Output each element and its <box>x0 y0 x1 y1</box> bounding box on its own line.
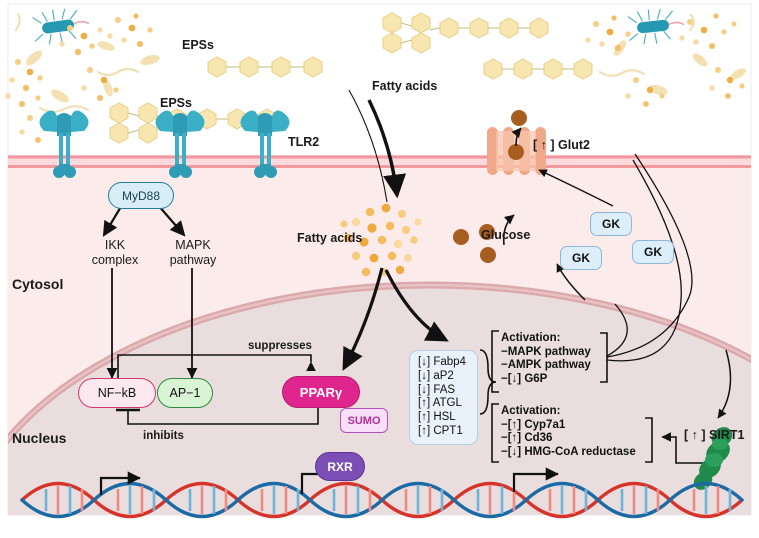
node-gk-3-label: GK <box>644 245 662 259</box>
activation-item: −[↓] G6P <box>501 372 548 385</box>
node-ppar-gamma-label: PPARγ <box>299 384 343 400</box>
gk-curve-b <box>606 159 682 362</box>
tlr2-receptor-1 <box>39 110 89 178</box>
microbiota-decor <box>5 8 747 143</box>
fatty-acids-label-extracellular: Fatty acids <box>372 79 438 93</box>
activation-block-2: Activation: −[↑] Cyp7a1 −[↑] Cd36 −[↓] H… <box>501 405 636 459</box>
activation-bracket-right-2 <box>645 417 653 463</box>
node-rxr-label: RXR <box>327 459 353 474</box>
eps-chain-top <box>207 56 323 78</box>
to-sirt1-arrow <box>717 349 732 419</box>
cytosol-label: Cytosol <box>12 276 64 292</box>
sirt1-protein <box>693 427 733 490</box>
tlr2-receptor-3 <box>240 110 290 178</box>
suppresses-connector <box>117 354 316 378</box>
fa-to-ppar-arrow <box>342 267 384 371</box>
activation-bracket-left-2 <box>491 403 499 463</box>
gene-item: [↑] HSL <box>418 411 456 424</box>
node-gk-2[interactable]: GK <box>560 246 602 270</box>
node-myd88-label: MyD88 <box>121 188 160 203</box>
promoter-arrow-3 <box>512 467 559 492</box>
eps-chain-right <box>483 58 593 80</box>
node-nfkb[interactable]: NF−kB <box>78 378 156 408</box>
glut2-label: [ ↑ ] Glut2 <box>533 138 590 152</box>
activation-item: −[↑] Cd36 <box>501 432 553 445</box>
sirt1-to-activation-arrow <box>661 432 712 464</box>
inhibits-label: inhibits <box>143 430 184 442</box>
gene-regulation-listbox: [↓] Fabp4 [↓] aP2 [↓] FAS [↑] ATGL [↑] H… <box>409 350 478 445</box>
fatty-acid-influx-arrow <box>367 99 407 199</box>
gene-item: [↓] FAS <box>418 383 456 396</box>
node-myd88[interactable]: MyD88 <box>108 182 174 209</box>
gk-curve-c <box>606 303 628 357</box>
node-gk-2-label: GK <box>572 251 590 265</box>
activation-item: −MAPK pathway <box>501 345 591 358</box>
node-sumo[interactable]: SUMO <box>340 408 388 433</box>
mapk-pathway-line1: MAPK <box>175 238 211 252</box>
activation-item: −[↑] Cyp7a1 <box>501 418 566 431</box>
promoter-arrow-1 <box>99 471 141 495</box>
node-gk-3[interactable]: GK <box>632 240 674 264</box>
tlr2-receptor-2 <box>155 110 205 178</box>
activation-item: −[↓] HMG-CoA reductase <box>501 445 636 458</box>
node-sumo-label: SUMO <box>347 414 381 427</box>
tlr2-label: TLR2 <box>288 135 320 149</box>
to-gk-arrow <box>556 263 586 301</box>
ikk-complex-line2: complex <box>91 253 139 267</box>
gene-item: [↓] aP2 <box>418 369 454 382</box>
myd88-to-mapk-arrow <box>157 204 186 237</box>
mapk-pathway-line2: pathway <box>169 253 217 267</box>
gene-item: [↓] Fabp4 <box>418 356 466 368</box>
suppresses-label: suppresses <box>248 340 312 352</box>
node-ap1[interactable]: AP−1 <box>157 378 213 408</box>
eps-label-top: EPSs <box>182 38 214 52</box>
ikk-complex-line1: IKK <box>104 238 126 252</box>
sirt1-label: [ ↑ ] SIRT1 <box>684 428 745 442</box>
node-ppar-gamma[interactable]: PPARγ <box>282 376 360 408</box>
to-glut2-arrow <box>538 169 614 207</box>
node-gk-1[interactable]: GK <box>590 212 632 236</box>
activation-bracket-right-1 <box>600 332 608 383</box>
glucose-molecule-out <box>511 110 527 126</box>
fatty-acid-cluster-decor <box>5 13 745 143</box>
activation-item: −AMPK pathway <box>501 359 591 372</box>
fa-to-genes-arrow <box>384 269 449 342</box>
glut2-transporter <box>487 127 546 175</box>
glucose-molecule-1 <box>453 229 469 245</box>
node-gk-1-label: GK <box>602 217 620 231</box>
node-nfkb-label: NF−kB <box>97 386 137 400</box>
gene-item: [↑] CPT1 <box>418 424 463 437</box>
node-rxr[interactable]: RXR <box>315 452 365 481</box>
fatty-acids-label-cytosol: Fatty acids <box>297 231 363 245</box>
node-ap1-label: AP−1 <box>169 386 201 400</box>
activation-heading: Activation: <box>501 405 561 417</box>
activation-bracket-left-1 <box>491 330 499 393</box>
myd88-to-ikk-arrow <box>102 204 123 237</box>
gene-list-brace <box>479 349 497 415</box>
activation-heading: Activation: <box>501 332 561 344</box>
eps-chain-top-right <box>382 12 549 54</box>
gk-curve-a <box>606 153 693 358</box>
glucose-molecule-3 <box>480 247 496 263</box>
inhibits-connector <box>127 404 319 425</box>
activation-block-1: Activation: −MAPK pathway −AMPK pathway … <box>501 332 591 386</box>
eps-label-mid: EPSs <box>160 96 192 110</box>
glucose-molecule-2 <box>479 224 495 240</box>
dna-double-helix <box>20 481 744 519</box>
nucleus-label: Nucleus <box>12 430 67 446</box>
glucose-label: Glucose <box>481 228 531 242</box>
gene-item: [↑] ATGL <box>418 397 462 410</box>
